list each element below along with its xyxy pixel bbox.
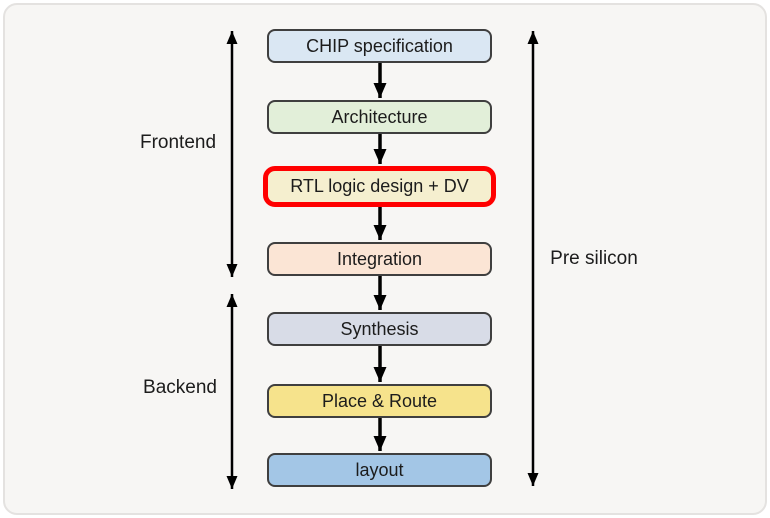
step-label: layout (355, 459, 404, 480)
step-place-and-route: Place & Route (267, 384, 492, 418)
pre-silicon-label: Pre silicon (550, 248, 638, 269)
step-label: Synthesis (340, 318, 419, 339)
step-layout: layout (267, 453, 492, 487)
step-rtl-logic-design-dv: RTL logic design + DV (263, 166, 496, 207)
step-label: RTL logic design + DV (290, 176, 469, 196)
backend-label: Backend (143, 377, 217, 398)
frontend-label: Frontend (139, 132, 217, 153)
step-label: CHIP specification (306, 35, 453, 56)
step-label: Architecture (331, 106, 428, 127)
step-synthesis: Synthesis (267, 312, 492, 346)
step-integration: Integration (267, 242, 492, 276)
step-chip-specification: CHIP specification (267, 29, 492, 63)
step-architecture: Architecture (267, 100, 492, 134)
step-label: Integration (336, 248, 423, 269)
step-label: Place & Route (321, 390, 438, 411)
